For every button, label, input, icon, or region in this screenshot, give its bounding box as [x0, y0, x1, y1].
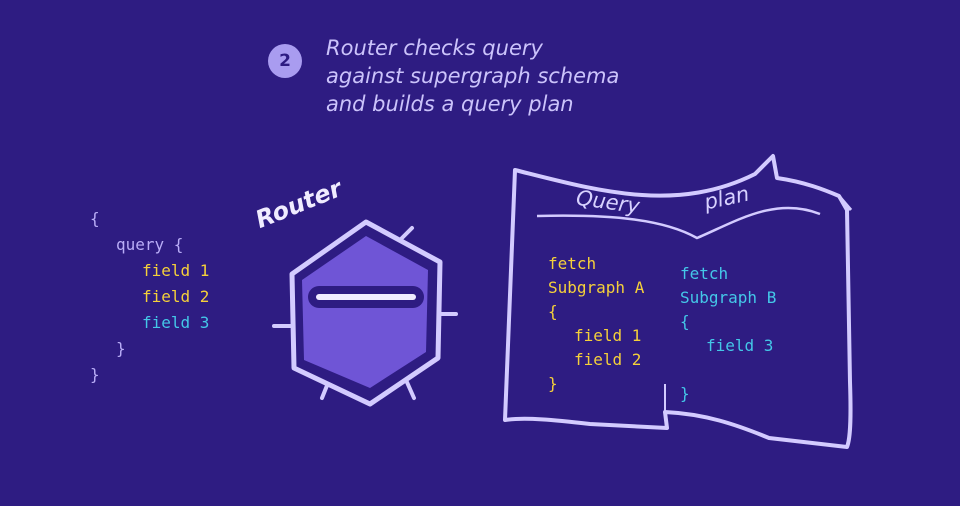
fetch-a-close-brace: } — [548, 374, 558, 393]
fetch-b-spacer — [680, 358, 776, 382]
fetch-b-close-brace: } — [680, 384, 690, 403]
query-field-2: field 2 — [142, 287, 210, 306]
query-outer-close-brace: } — [90, 365, 100, 384]
router-hexagon-icon — [272, 219, 458, 407]
query-open-brace: { — [90, 209, 100, 228]
query-inner-close-brace: } — [116, 339, 126, 358]
fetch-subgraph-a: fetch Subgraph A { field 1 field 2 } — [548, 252, 644, 396]
fetch-a-open-brace: { — [548, 302, 558, 321]
step-number-badge: 2 — [268, 44, 302, 78]
fetch-a-field-2: field 2 — [574, 350, 642, 369]
query-keyword-line: query { — [116, 235, 184, 254]
query-field-3: field 3 — [142, 313, 210, 332]
fetch-a-label: fetch — [548, 254, 597, 273]
caption-line: against supergraph schema — [326, 64, 620, 88]
fetch-b-label: fetch — [680, 264, 729, 283]
query-plan-map-icon — [503, 154, 853, 449]
step-caption: Router checks query against supergraph s… — [326, 34, 666, 118]
fetch-b-open-brace: { — [680, 312, 690, 331]
fetch-a-field-1: field 1 — [574, 326, 642, 345]
query-field-1: field 1 — [142, 261, 210, 280]
fetch-b-field-3: field 3 — [706, 336, 774, 355]
caption-line: and builds a query plan — [326, 92, 574, 116]
fetch-b-subgraph: Subgraph B — [680, 288, 777, 307]
fetch-a-subgraph: Subgraph A — [548, 278, 645, 297]
caption-line: Router checks query — [326, 36, 543, 60]
fetch-subgraph-b: fetch Subgraph B { field 3 } — [680, 262, 776, 406]
incoming-query: { query { field 1 field 2 field 3 } } — [90, 206, 209, 388]
